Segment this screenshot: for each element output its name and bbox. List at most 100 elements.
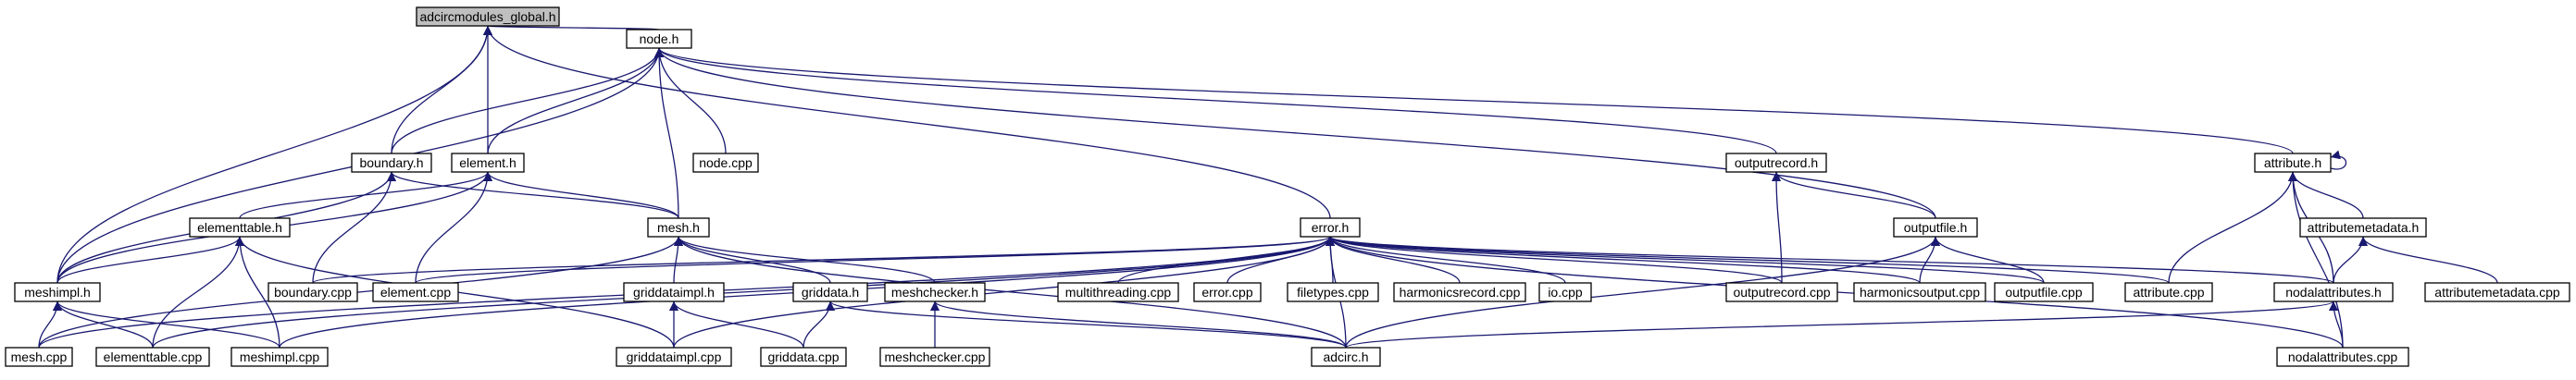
node-label: element.cpp (380, 285, 451, 300)
node-error-h[interactable]: error.h (1300, 217, 1361, 238)
edge-line (53, 300, 280, 349)
node-label: griddata.cpp (767, 349, 839, 364)
node-griddataimpl-h[interactable]: griddataimpl.h (623, 282, 725, 302)
edge-line (654, 47, 2294, 154)
node-box (623, 282, 725, 302)
edge-mesh_h-to-boundary_h (387, 171, 679, 219)
node-multithreading-cpp[interactable]: multithreading.cpp (1057, 282, 1179, 302)
node-node-cpp[interactable]: node.cpp (692, 153, 759, 173)
node-mesh-h[interactable]: mesh.h (647, 217, 710, 238)
edge-line (2333, 236, 2368, 284)
edge-boundary_cpp-to-boundary_h (312, 171, 396, 284)
edge-line (1325, 236, 1783, 284)
node-mesh-cpp[interactable]: mesh.cpp (5, 347, 73, 367)
edge-boundary_h-to-adcircmodules_global_h (391, 25, 492, 154)
node-label: outputfile.cpp (2005, 285, 2082, 300)
edge-line (674, 236, 1347, 349)
node-outputrecord-cpp[interactable]: outputrecord.cpp (1725, 282, 1838, 302)
edge-line (483, 25, 1331, 219)
node-label: outputrecord.h (1735, 155, 1818, 170)
node-attributemetadata-cpp[interactable]: attributemetadata.cpp (2424, 282, 2570, 302)
edge-line (1931, 236, 2045, 284)
node-outputfile-h[interactable]: outputfile.h (1893, 217, 1978, 238)
node-element-cpp[interactable]: element.cpp (372, 282, 459, 302)
node-label: nodalattributes.cpp (2288, 349, 2398, 364)
node-box (1300, 217, 1361, 238)
node-label: io.cpp (1548, 285, 1583, 300)
node-label: harmonicsoutput.cpp (1860, 285, 1980, 300)
node-box (1893, 217, 1978, 238)
node-elementtable-h[interactable]: elementtable.h (189, 217, 291, 238)
node-label: meshchecker.cpp (885, 349, 986, 364)
node-attribute-h[interactable]: attribute.h (2254, 153, 2332, 173)
edge-adcirc_h-to-griddata_h (826, 300, 1347, 349)
node-box (416, 6, 560, 27)
node-boundary-h[interactable]: boundary.h (351, 153, 432, 173)
node-adcircmodules-global-h[interactable]: adcircmodules_global.h (416, 6, 560, 27)
node-element-h[interactable]: element.h (451, 153, 525, 173)
node-boundary-cpp[interactable]: boundary.cpp (268, 282, 358, 302)
node-label: attribute.h (2264, 155, 2321, 170)
node-box (647, 217, 710, 238)
node-meshchecker-h[interactable]: meshchecker.h (884, 282, 986, 302)
edge-adcirc_h-to-meshchecker_h (930, 300, 1347, 349)
edge-attributemetadata_cpp-to-attributemetadata_h (2358, 236, 2498, 284)
edge-attribute_h-to-attribute_h (2330, 150, 2346, 170)
edge-line (56, 236, 244, 284)
edge-elementtable_cpp-to-meshimpl_h (53, 300, 154, 349)
node-box (760, 347, 847, 367)
edge-line (312, 171, 396, 284)
edge-line (2330, 150, 2346, 170)
edge-outputfile_h-to-outputrecord_h (1772, 171, 1936, 219)
node-node-h[interactable]: node.h (626, 29, 692, 49)
node-elementtable-cpp[interactable]: elementtable.cpp (95, 347, 210, 367)
node-harmonicsrecord-cpp[interactable]: harmonicsrecord.cpp (1393, 282, 1526, 302)
edge-outputrecord_cpp-to-error_h (1325, 236, 1783, 284)
edge-griddata_cpp-to-griddataimpl_h (669, 300, 804, 349)
edge-element_cpp-to-element_h (415, 171, 492, 284)
node-griddata-cpp[interactable]: griddata.cpp (760, 347, 847, 367)
edge-io_cpp-to-error_h (1325, 236, 1566, 284)
edge-nodalattributes_cpp-to-attribute_h (2288, 171, 2344, 349)
node-label: griddataimpl.h (633, 285, 715, 300)
node-label: element.h (459, 155, 516, 170)
edge-line (2358, 236, 2498, 284)
node-label: mesh.cpp (11, 349, 68, 364)
edge-line (152, 236, 244, 349)
node-label: error.h (1312, 220, 1349, 235)
node-attribute-cpp[interactable]: attribute.cpp (2124, 282, 2213, 302)
node-error-cpp[interactable]: error.cpp (1193, 282, 1262, 302)
node-griddataimpl-cpp[interactable]: griddataimpl.cpp (616, 347, 732, 367)
edge-line (1325, 236, 1566, 284)
edge-adcirc_h-to-outputfile_h (1345, 236, 1940, 349)
node-box (1853, 282, 1986, 302)
edge-outputrecord_cpp-to-outputrecord_h (1772, 171, 1783, 284)
edge-mesh_h-to-node_h (654, 47, 679, 219)
node-box (1725, 282, 1838, 302)
node-filetypes-cpp[interactable]: filetypes.cpp (1287, 282, 1379, 302)
node-box (1287, 282, 1379, 302)
edge-line (1325, 236, 1461, 284)
node-meshimpl-h[interactable]: meshimpl.h (14, 282, 101, 302)
node-harmonicsoutput-cpp[interactable]: harmonicsoutput.cpp (1853, 282, 1986, 302)
edge-griddataimpl_cpp-to-error_h (673, 236, 1335, 349)
node-outputfile-cpp[interactable]: outputfile.cpp (1994, 282, 2094, 302)
edge-line (2329, 300, 2344, 349)
node-nodalattributes-cpp[interactable]: nodalattributes.cpp (2276, 347, 2409, 367)
node-griddata-h[interactable]: griddata.h (792, 282, 868, 302)
node-adcirc-h[interactable]: adcirc.h (1311, 347, 1381, 367)
edge-line (391, 25, 492, 154)
node-meshchecker-cpp[interactable]: meshchecker.cpp (879, 347, 990, 367)
node-nodalattributes-h[interactable]: nodalattributes.h (2273, 282, 2394, 302)
node-outputrecord-h[interactable]: outputrecord.h (1725, 153, 1827, 173)
node-label: nodalattributes.h (2285, 285, 2382, 300)
node-label: adcirc.h (1323, 349, 1368, 364)
node-label: multithreading.cpp (1065, 285, 1172, 300)
node-meshimpl-cpp[interactable]: meshimpl.cpp (230, 347, 329, 367)
edge-line (1772, 171, 1783, 284)
node-io-cpp[interactable]: io.cpp (1538, 282, 1592, 302)
edge-line (1772, 171, 1936, 219)
node-attributemetadata-h[interactable]: attributemetadata.h (2299, 217, 2427, 238)
node-label: meshchecker.h (891, 285, 978, 300)
